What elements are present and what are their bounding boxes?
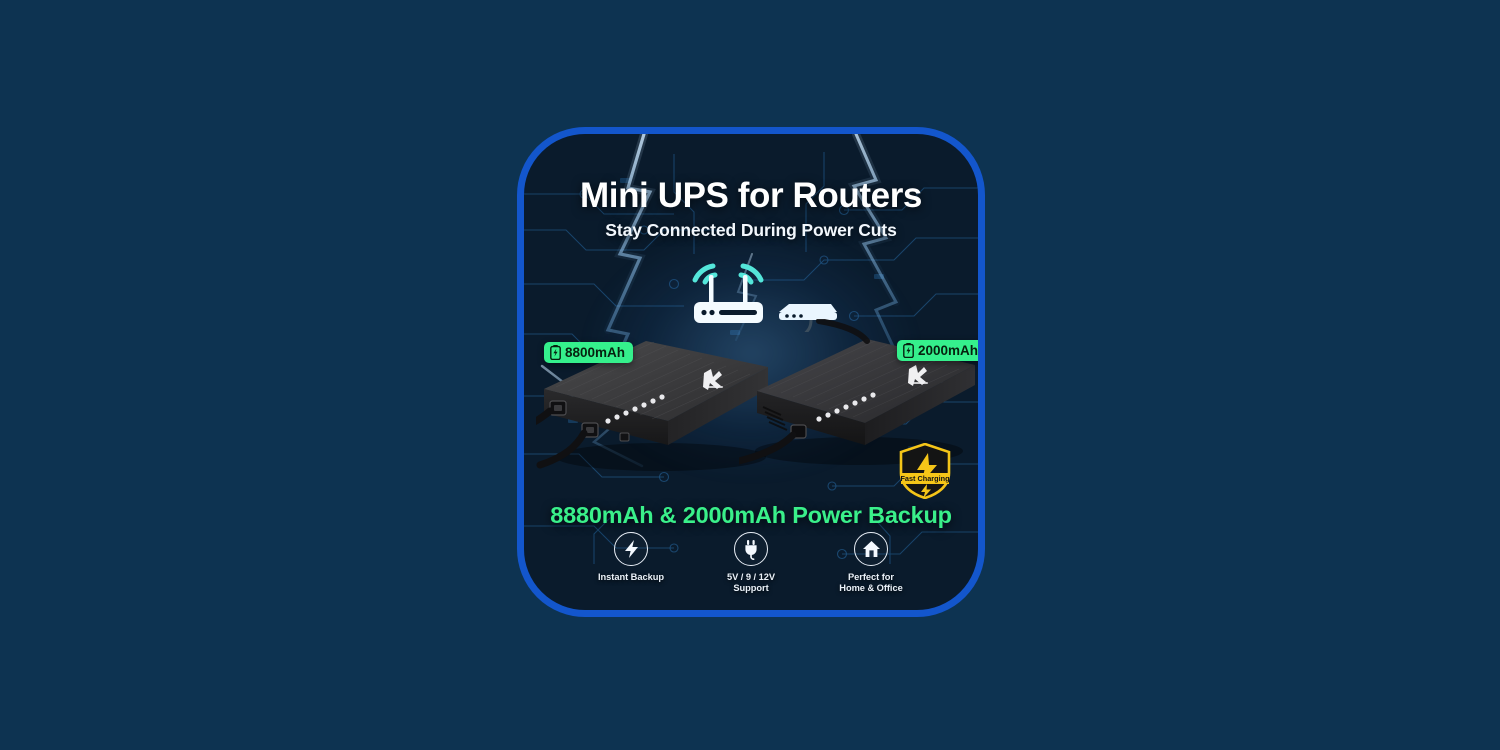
led-indicator-strip (816, 392, 876, 422)
product-card: Mini UPS for Routers Stay Connected Duri… (517, 127, 985, 617)
feature-home-office-line2: Home & Office (839, 583, 903, 594)
battery-bolt-icon (550, 345, 561, 360)
mini-ups-device-left (524, 329, 776, 479)
feature-home-office: Perfect for Home & Office (823, 532, 919, 595)
feature-voltage-support: 5V / 9 / 12V Support (703, 532, 799, 595)
fast-charging-label: Fast Charging (900, 474, 949, 483)
capacity-badge-right: 2000mAh (897, 340, 978, 361)
wifi-router-icon (694, 275, 763, 323)
home-icon (854, 532, 888, 566)
feature-instant-backup-line1: Instant Backup (598, 572, 664, 582)
capacity-badge-left-label: 8800mAh (565, 345, 626, 360)
brand-logo (703, 369, 723, 390)
brand-logo (908, 365, 928, 386)
port-group (549, 400, 630, 442)
power-plug-icon (734, 532, 768, 566)
vent-group (762, 406, 788, 431)
page-subtitle: Stay Connected During Power Cuts (605, 220, 897, 240)
fast-charging-shield: Fast Charging (898, 442, 952, 500)
page-title: Mini UPS for Routers (579, 176, 923, 215)
capacity-headline: 8880mAh & 2000mAh Power Backup (550, 502, 952, 528)
capacity-badge-left: 8800mAh (544, 342, 634, 363)
feature-row: Instant Backup 5V / 9 / 12V (524, 532, 978, 595)
feature-instant-backup: Instant Backup (583, 532, 679, 583)
router-graphic (661, 252, 841, 345)
feature-home-office-line1: Perfect for (848, 572, 894, 582)
feature-voltage-support-line1: 5V / 9 / 12V (727, 572, 775, 582)
card-background: Mini UPS for Routers Stay Connected Duri… (524, 134, 978, 610)
led-indicator-strip (605, 394, 665, 424)
feature-voltage-support-line2: Support (733, 583, 769, 594)
lightning-bolt-icon (614, 532, 648, 566)
capacity-badge-right-label: 2000mAh (918, 343, 978, 358)
battery-bolt-icon (903, 343, 914, 358)
